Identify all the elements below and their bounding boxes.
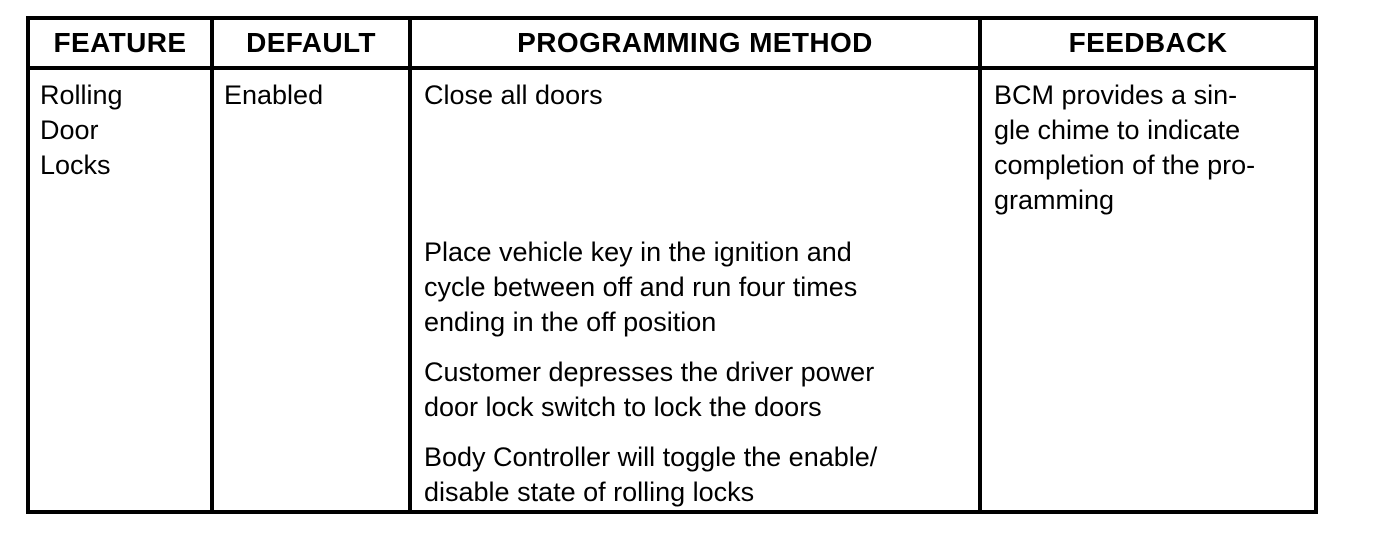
programming-step-3-line-1: Customer depresses the driver power [424,357,875,387]
table-header-row: FEATURE DEFAULT PROGRAMMING METHOD FEEDB… [28,18,1316,70]
programming-step-4-line-1: Body Controller will toggle the enable/ [424,442,878,472]
feature-line-3: Locks [40,150,111,180]
programming-step-3-line-2: door lock switch to lock the doors [424,392,822,422]
column-header-feature: FEATURE [28,18,214,70]
table-row: Rolling Door Locks Enabled Close all [28,68,1316,512]
feature-programming-table: FEATURE DEFAULT PROGRAMMING METHOD FEEDB… [26,16,1318,514]
default-text-block: Enabled [214,70,408,113]
programming-step-1-line-1: Close all doors [424,80,603,110]
feedback-line-3: completion of the pro- [994,150,1256,180]
programming-step-2: Place vehicle key in the ignition and cy… [424,235,978,340]
feature-line-2: Door [40,115,99,145]
cell-feedback: BCM provides a sin- gle chime to indicat… [978,68,1316,512]
programming-steps-block: Close all doors Place vehicle key in the… [412,70,978,510]
cell-feature: Rolling Door Locks [28,68,214,512]
programming-step-2-line-1: Place vehicle key in the ignition and [424,237,852,267]
programming-step-4-line-2: disable state of rolling locks [424,477,755,507]
feedback-line-4: gramming [994,185,1115,215]
programming-step-4: Body Controller will toggle the enable/ … [424,440,978,510]
default-value: Enabled [224,80,324,110]
programming-step-1: Close all doors [424,78,978,113]
programming-step-3: Customer depresses the driver power door… [424,355,978,425]
column-header-feedback: FEEDBACK [978,18,1316,70]
feedback-text-block: BCM provides a sin- gle chime to indicat… [982,70,1314,218]
feedback-line-2: gle chime to indicate [994,115,1241,145]
programming-step-2-line-3: ending in the off position [424,307,717,337]
programming-step-2-line-2: cycle between off and run four times [424,272,858,302]
column-header-programming-method: PROGRAMMING METHOD [408,18,982,70]
cell-programming-method: Close all doors Place vehicle key in the… [408,68,982,512]
feedback-line-1: BCM provides a sin- [994,80,1238,110]
column-header-default: DEFAULT [210,18,412,70]
cell-default: Enabled [210,68,412,512]
feature-line-1: Rolling [40,80,123,110]
feature-text-block: Rolling Door Locks [30,70,210,183]
